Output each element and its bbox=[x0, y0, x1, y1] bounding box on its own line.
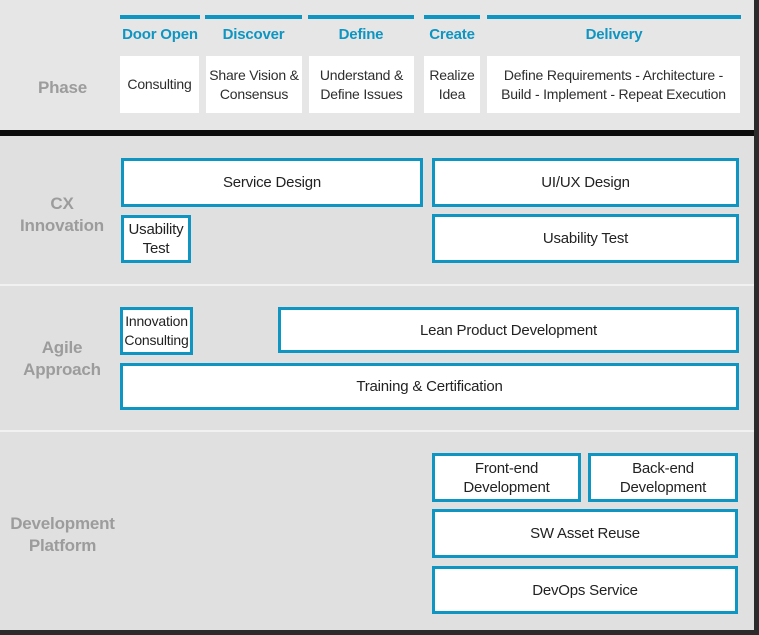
cx-innovation-label-line1: CX bbox=[50, 194, 74, 213]
development-platform-label-line2: Platform bbox=[28, 536, 97, 555]
frontend-development-box: Front-end Development bbox=[432, 453, 581, 502]
cx-innovation-label: CX Innovation bbox=[10, 193, 114, 237]
bottom-edge bbox=[0, 630, 759, 635]
uiux-design-box: UI/UX Design bbox=[432, 158, 739, 207]
discover-header: Discover bbox=[222, 26, 285, 43]
door-open-header: Door Open bbox=[122, 26, 198, 43]
devops-service-box: DevOps Service bbox=[432, 566, 738, 614]
discover-accent-bar bbox=[205, 15, 302, 19]
create-accent-bar bbox=[424, 15, 480, 19]
section-separator-1 bbox=[0, 284, 754, 286]
lean-product-development-box: Lean Product Development bbox=[278, 307, 739, 353]
agile-approach-label-line2: Approach bbox=[23, 360, 101, 379]
backend-development-box: Back-end Development bbox=[588, 453, 738, 502]
delivery-accent-bar bbox=[487, 15, 741, 19]
define-accent-bar bbox=[308, 15, 414, 19]
phase-divider-bar bbox=[0, 130, 759, 136]
door-open-phase-box: Consulting bbox=[120, 56, 199, 113]
development-platform-label-line1: Development bbox=[10, 514, 115, 533]
sw-asset-reuse-box: SW Asset Reuse bbox=[432, 509, 738, 558]
agile-approach-label: Agile Approach bbox=[10, 337, 114, 381]
door-open-accent-bar bbox=[120, 15, 200, 19]
right-edge bbox=[754, 0, 759, 635]
create-phase-box: Realize Idea bbox=[424, 56, 480, 113]
service-design-box: Service Design bbox=[121, 158, 423, 207]
delivery-header: Delivery bbox=[585, 26, 643, 43]
development-platform-label: Development Platform bbox=[5, 513, 120, 557]
training-certification-box: Training & Certification bbox=[120, 363, 739, 410]
define-phase-box: Understand & Define Issues bbox=[309, 56, 414, 113]
agile-approach-label-line1: Agile bbox=[41, 338, 83, 357]
innovation-consulting-box: Innovation Consulting bbox=[120, 307, 193, 355]
section-separator-2 bbox=[0, 430, 754, 432]
discover-phase-box: Share Vision & Consensus bbox=[206, 56, 302, 113]
usability-test-small-box: Usability Test bbox=[121, 215, 191, 263]
cx-innovation-label-line2: Innovation bbox=[20, 216, 104, 235]
delivery-phase-box: Define Requirements - Architecture - Bui… bbox=[487, 56, 740, 113]
phase-row-label: Phase bbox=[37, 78, 88, 97]
usability-test-wide-box: Usability Test bbox=[432, 214, 739, 263]
create-header: Create bbox=[429, 26, 475, 43]
define-header: Define bbox=[338, 26, 384, 43]
